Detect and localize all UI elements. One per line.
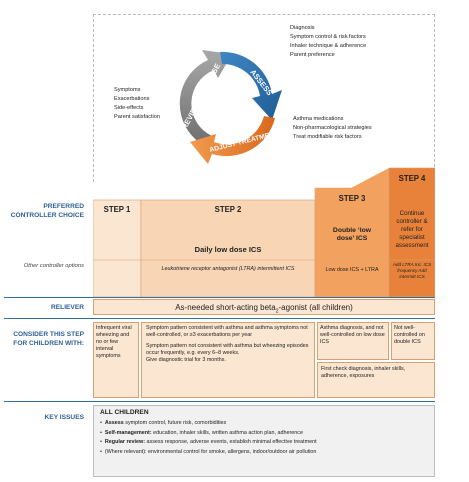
consider-step-3-4: First check diagnosis, inhaler skills, a… [317,362,435,398]
step-4-title: STEP 4 [398,174,426,183]
consider-text: Not well-controlled on double ICS [394,325,425,345]
list-item: • Assess symptom control, future risk, c… [100,420,227,426]
bullet-text: (Where relevant): environmental control … [104,448,317,455]
consider-step-2: Symptom pattern consistent with asthma a… [141,322,315,398]
divider [4,318,435,319]
reliever-label: RELIEVER [51,304,84,311]
consider-text: First check diagnosis, inhaler skills, a… [321,366,406,379]
list-item: • (Where relevant): environmental contro… [100,448,317,455]
bullet-text: education, inhaler skills, written asthm… [151,429,303,436]
step-3-title: STEP 3 [338,194,366,203]
review-list: Symptoms Exacerbations Side-effects Pare… [114,86,160,122]
list-item: Parent satisfaction [114,114,161,120]
reliever-text: As-needed short-acting beta [175,303,276,312]
list-item: Non-pharmacological strategies [293,125,372,131]
consider-text: Asthma diagnosis, and not well-controlle… [320,325,385,345]
reliever-sub: 2 [275,308,279,315]
list-item: Symptom control & risk factors [290,34,366,40]
review-arrow [179,50,232,146]
consider-row: Infrequent viral wheezing and no or few … [93,322,435,398]
adjust-list: Asthma medications Non-pharmacological s… [293,115,372,142]
list-item: Side-effects [114,105,144,111]
list-item: Diagnosis [290,25,315,31]
list-item: • Self-management: education, inhaler sk… [100,429,303,436]
step-3-other: Low dose ICS + LTRA [325,267,379,273]
consider-step-1: Infrequent viral wheezing and no or few … [93,322,139,398]
assess-arrow [220,51,282,120]
adjust-arrow [190,116,275,164]
consider-step-4: Not well-controlled on double ICS [391,322,435,360]
list-item: Treat modifiable risk factors [293,134,362,140]
step-1-title: STEP 1 [103,205,131,214]
steps-background [93,167,435,298]
preferred-label: PREFERRED CONTROLLER CHOICE [10,203,84,219]
bullet-text: symptom control, future risk, comorbidit… [123,420,227,426]
key-issues-panel: ALL CHILDREN • Assess symptom control, f… [93,405,435,477]
other-label: Other controller options [23,263,84,269]
consider-text: Symptom pattern consistent with asthma a… [146,325,308,338]
reliever-bar: As-needed short-acting beta2-agonist (al… [93,299,435,315]
bullet-bold: Regular review: [104,439,146,445]
assess-list: Diagnosis Symptom control & risk factors… [290,24,366,60]
bullet-bold: Self-management: [104,429,152,436]
step-4-preferred: Continue controller & refer for speciali… [395,210,429,249]
divider [4,401,435,402]
consider-label: CONSIDER THIS STEP FOR CHILDREN WITH: [13,331,84,347]
step-2-title: STEP 2 [214,205,242,214]
consider-text: Symptom pattern not consistent with asth… [146,343,309,356]
step-3-preferred: Double ‘low dose’ ICS [332,227,372,242]
cycle-panel [93,14,435,182]
list-item: Exacerbations [114,96,150,102]
bullet-text: assess response, adverse events, establi… [145,439,317,445]
list-item: Parent preference [290,52,335,58]
assess-adjust-review-cycle: REVIEW RESPONSE ASSESS ADJUST TREATMENT [179,50,282,164]
step-4-other: Add LTRA Inc. ICS frequency Add intermit… [392,262,432,279]
consider-text: Give diagnostic trial for 3 months. [146,357,226,363]
consider-text: Infrequent viral wheezing and no or few … [96,325,132,359]
key-issues-label: KEY ISSUES [44,414,84,421]
step-2-preferred: Daily low dose ICS [194,245,262,254]
divider [4,297,435,298]
list-item: • Regular review: assess response, adver… [100,439,317,445]
consider-step-3: Asthma diagnosis, and not well-controlle… [317,322,389,360]
step-2-other: Leukotriene receptor antagonist (LTRA) i… [161,266,295,272]
list-item: Asthma medications [293,116,344,122]
key-issues-heading: ALL CHILDREN [100,409,149,416]
bullet-bold: Assess [104,420,124,426]
list-item: Symptoms [114,87,141,93]
reliever-suffix: -agonist (all children) [278,303,353,312]
list-item: Inhaler technique & adherence [290,43,367,49]
